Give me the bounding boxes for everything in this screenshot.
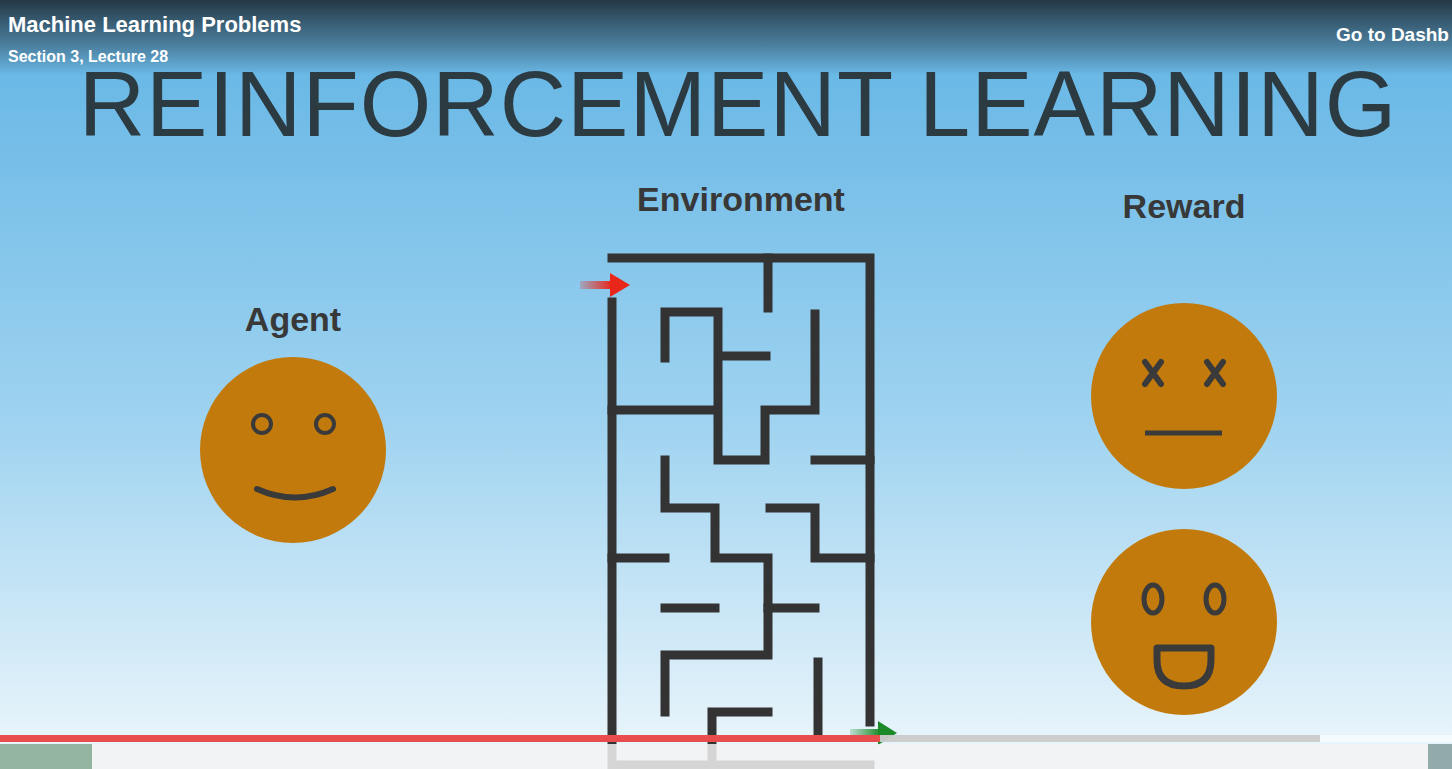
node-heading: Environment xyxy=(591,180,891,219)
node-heading: Agent xyxy=(195,300,391,339)
agent-node: Agent xyxy=(195,300,391,548)
node-heading: Reward xyxy=(1086,187,1282,226)
entry-arrow xyxy=(580,273,630,297)
video-progress-bar xyxy=(0,735,1452,769)
dead-face xyxy=(1091,303,1277,489)
course-title: Machine Learning Problems xyxy=(8,12,301,38)
environment-node: Environment xyxy=(591,180,891,765)
slide-title: REINFORCEMENT LEARNING xyxy=(79,58,1398,150)
happy-face xyxy=(1091,529,1277,715)
lecture-number: Section 3, Lecture 28 xyxy=(8,48,168,66)
maze xyxy=(612,258,870,765)
dashboard-link: Go to Dashb xyxy=(1336,24,1449,46)
reward-node: Reward xyxy=(1086,187,1282,722)
agent-face xyxy=(200,357,386,543)
